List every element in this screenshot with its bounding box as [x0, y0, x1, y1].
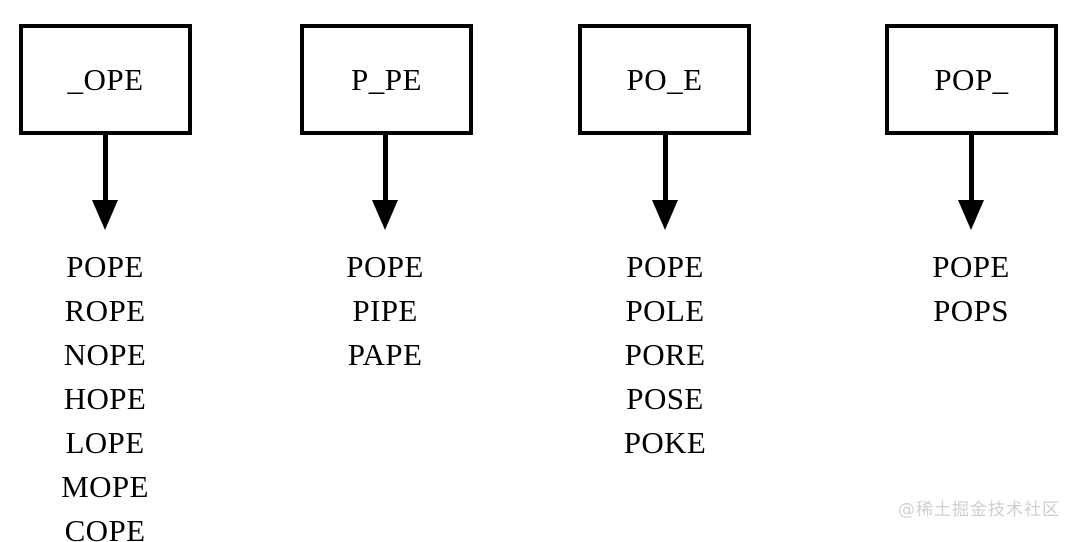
pattern-column: PO_E POPE POLE PORE POSE POKE	[535, 0, 795, 542]
pattern-box[interactable]: PO_E	[578, 24, 751, 135]
word-item: POLE	[625, 293, 705, 328]
arrow-head	[652, 200, 678, 230]
pattern-column: POP_ POPE POPS	[841, 0, 1076, 542]
pattern-label: _OPE	[67, 62, 144, 97]
pattern-label: PO_E	[626, 62, 703, 97]
word-item: POPE	[66, 249, 144, 284]
word-item: POSE	[626, 381, 704, 416]
pattern-label: P_PE	[351, 62, 422, 97]
pattern-box[interactable]: P_PE	[300, 24, 473, 135]
arrow-stem	[969, 134, 974, 202]
word-item: POPE	[626, 249, 704, 284]
arrow-stem	[663, 134, 668, 202]
arrow-head	[92, 200, 118, 230]
arrow-stem	[383, 134, 388, 202]
word-item: LOPE	[65, 425, 145, 460]
word-list: POPE POPS	[841, 245, 1076, 333]
word-item: POPE	[346, 249, 424, 284]
word-item: PORE	[624, 337, 706, 372]
word-item: POKE	[623, 425, 707, 460]
pattern-column: _OPE POPE ROPE NOPE HOPE LOPE MOPE COPE	[0, 0, 235, 542]
word-item: COPE	[64, 513, 146, 542]
watermark-text: @稀土掘金技术社区	[898, 500, 1060, 520]
arrow-stem	[103, 134, 108, 202]
arrow-head	[958, 200, 984, 230]
word-item: MOPE	[61, 469, 149, 504]
pattern-column: P_PE POPE PIPE PAPE	[255, 0, 515, 542]
word-item: POPE	[932, 249, 1010, 284]
word-item: HOPE	[63, 381, 147, 416]
arrow-head	[372, 200, 398, 230]
word-item: POPS	[933, 293, 1009, 328]
word-item: PIPE	[352, 293, 418, 328]
word-item: NOPE	[63, 337, 147, 372]
pattern-label: POP_	[934, 62, 1009, 97]
pattern-box[interactable]: _OPE	[19, 24, 192, 135]
word-list: POPE ROPE NOPE HOPE LOPE MOPE COPE	[0, 245, 235, 542]
word-list: POPE PIPE PAPE	[255, 245, 515, 377]
pattern-box[interactable]: POP_	[885, 24, 1058, 135]
word-item: ROPE	[64, 293, 146, 328]
word-list: POPE POLE PORE POSE POKE	[535, 245, 795, 465]
word-item: PAPE	[347, 337, 423, 372]
